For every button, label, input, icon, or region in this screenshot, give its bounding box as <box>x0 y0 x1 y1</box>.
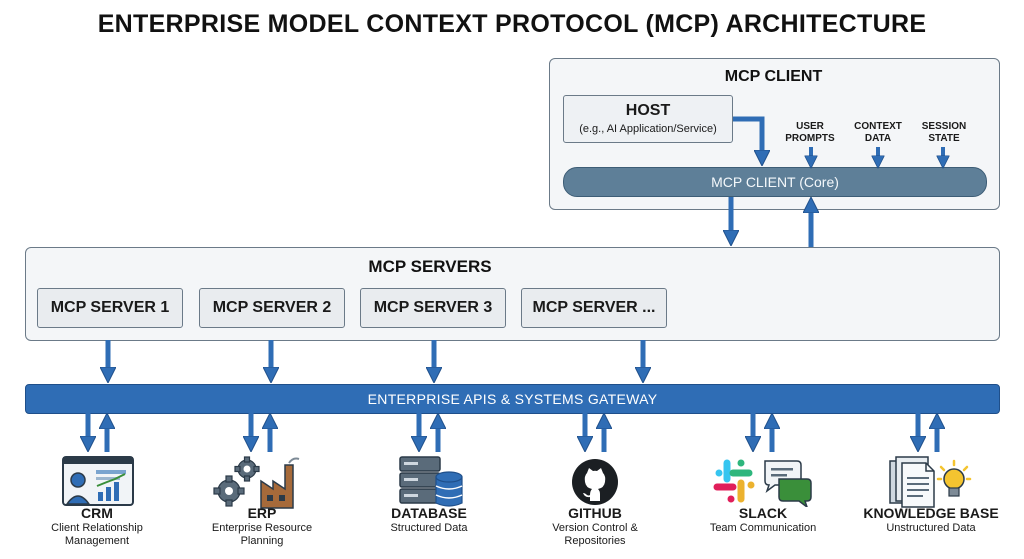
mcp-servers-panel <box>25 247 1000 341</box>
system-database: DATABASE Structured Data <box>354 505 504 534</box>
system-crm-desc-2: Management <box>64 535 130 547</box>
host-subtitle: (e.g., AI Application/Service) <box>579 123 717 135</box>
system-slack: SLACK Team Communication <box>688 505 838 534</box>
factory-gears-icon <box>213 456 300 509</box>
host-title: HOST <box>625 102 671 119</box>
system-knowledge-base-desc-1: Unstructured Data <box>886 522 976 534</box>
enterprise-gateway-bar: ENTERPRISE APIS & SYSTEMS GATEWAY <box>25 384 1000 414</box>
system-knowledge-base: KNOWLEDGE BASE Unstructured Data <box>856 505 1006 534</box>
slack-chat-icon <box>713 459 812 507</box>
system-github-desc-1: Version Control & <box>552 522 638 534</box>
system-crm-name: CRM <box>81 505 113 521</box>
system-github-name: GITHUB <box>568 505 622 521</box>
crm-dashboard-icon <box>62 456 134 506</box>
system-erp-desc-1: Enterprise Resource <box>211 522 313 534</box>
system-slack-desc-1: Team Communication <box>709 522 817 534</box>
system-crm-desc-1: Client Relationship <box>51 522 143 534</box>
mcp-client-core: MCP CLIENT (Core) <box>563 167 987 197</box>
mcp-servers-title: MCP SERVERS <box>368 257 492 276</box>
mcp-server-more: MCP SERVER ... <box>521 288 667 328</box>
database-icon <box>399 456 463 507</box>
system-database-name: DATABASE <box>391 505 467 521</box>
system-erp-desc-2: Planning <box>240 535 284 547</box>
system-database-desc-1: Structured Data <box>390 522 468 534</box>
system-github-desc-2: Repositories <box>564 535 626 547</box>
github-icon <box>572 459 618 505</box>
mcp-server-1: MCP SERVER 1 <box>37 288 183 328</box>
host-box: HOST (e.g., AI Application/Service) <box>563 95 733 143</box>
system-github: GITHUB Version Control & Repositories <box>520 505 670 547</box>
system-erp-name: ERP <box>247 505 277 521</box>
system-knowledge-base-name: KNOWLEDGE BASE <box>863 505 999 521</box>
documents-lightbulb-icon <box>889 456 972 508</box>
mcp-server-2: MCP SERVER 2 <box>199 288 345 328</box>
system-slack-name: SLACK <box>738 505 788 521</box>
diagram-title: ENTERPRISE MODEL CONTEXT PROTOCOL (MCP) … <box>97 10 927 38</box>
arrow-host-to-core <box>733 116 762 158</box>
system-erp: ERP Enterprise Resource Planning <box>187 505 337 547</box>
mcp-server-3: MCP SERVER 3 <box>360 288 506 328</box>
mcp-client-title: MCP CLIENT <box>724 68 823 85</box>
system-crm: CRM Client Relationship Management <box>22 505 172 547</box>
